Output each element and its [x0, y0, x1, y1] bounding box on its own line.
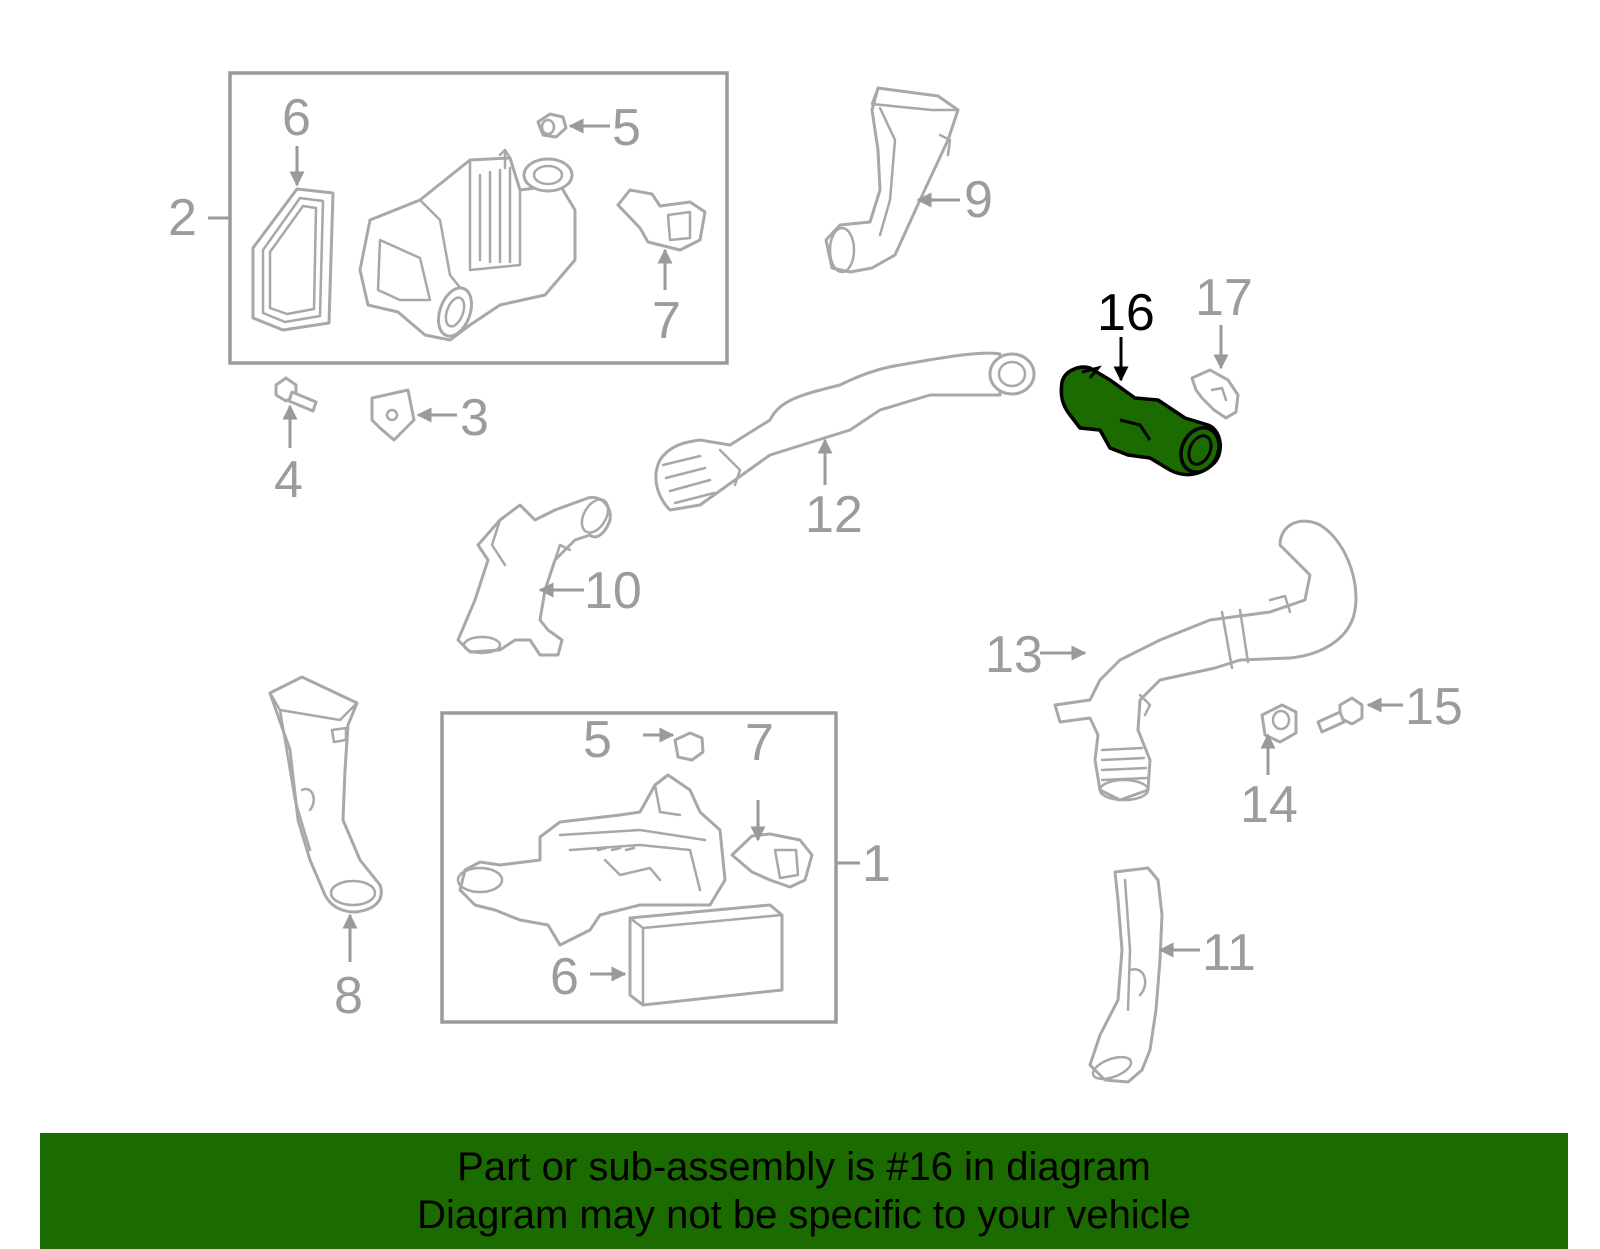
grommet-upper	[536, 112, 568, 139]
highlighted-part-16[interactable]	[1059, 365, 1226, 478]
air-filter-element-lower	[628, 903, 784, 1007]
inlet-duct-upper	[824, 86, 960, 274]
sensor-upper	[616, 188, 707, 252]
callout-11: 11	[1202, 924, 1256, 982]
callout-labels: 2 6 5 7 4 3 9 16 17 12 10 13 15 14 11 8 …	[168, 89, 1463, 1025]
air-filter-element-upper	[251, 187, 335, 332]
leader-lines	[208, 118, 1403, 982]
assembly-box-lower	[440, 711, 838, 1024]
callout-2: 2	[168, 189, 197, 247]
sensor-lower	[730, 832, 814, 889]
inlet-duct-lower	[268, 675, 383, 914]
callout-8: 8	[334, 967, 363, 1025]
callout-10: 10	[584, 562, 642, 620]
callout-4: 4	[274, 451, 303, 509]
intake-hose-13	[1053, 519, 1358, 802]
callout-7-lower: 7	[745, 714, 774, 772]
air-cleaner-housing-lower	[456, 773, 727, 947]
callout-13: 13	[985, 626, 1043, 684]
callout-9: 9	[964, 171, 993, 229]
banner-line-2: Diagram may not be specific to your vehi…	[417, 1193, 1191, 1237]
callout-3: 3	[460, 389, 489, 447]
air-cleaner-housing-upper	[358, 148, 577, 342]
callout-5-lower: 5	[583, 711, 612, 769]
callout-5-upper: 5	[612, 99, 641, 157]
bolt-15	[1316, 696, 1364, 734]
intake-tube-10	[456, 495, 612, 657]
callout-1: 1	[862, 835, 891, 893]
banner-line-1: Part or sub-assembly is #16 in diagram	[457, 1145, 1151, 1189]
callout-17: 17	[1195, 269, 1253, 327]
bolt	[274, 376, 318, 413]
callout-16[interactable]: 16	[1097, 284, 1155, 342]
callout-15: 15	[1405, 678, 1463, 736]
callout-6-upper: 6	[282, 89, 311, 147]
intake-hose-long	[654, 351, 1036, 512]
duct-11	[1088, 866, 1164, 1084]
bracket	[370, 388, 416, 442]
callout-7-upper: 7	[652, 292, 681, 350]
callout-12: 12	[805, 486, 863, 544]
info-banner: Part or sub-assembly is #16 in diagram D…	[40, 1133, 1568, 1249]
clip	[1190, 368, 1240, 420]
callout-6-lower: 6	[550, 948, 579, 1006]
callout-14: 14	[1240, 776, 1298, 834]
grommet-lower	[673, 731, 705, 762]
